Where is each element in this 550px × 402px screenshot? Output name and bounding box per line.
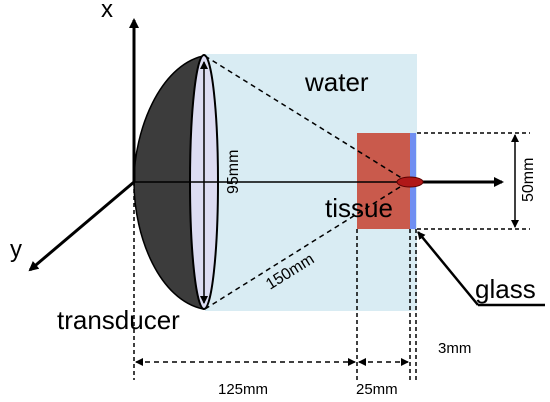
aperture-label: 95mm <box>225 150 242 194</box>
focus-line-bottom <box>204 181 409 310</box>
distance-25-label: 25mm <box>356 381 398 398</box>
y-axis-arrow <box>28 180 135 272</box>
tissue-label: tissue <box>325 193 393 223</box>
focal-spot <box>396 176 424 188</box>
axis-y-label: y <box>10 236 22 263</box>
glass-pointer <box>417 231 479 306</box>
transducer-label: transducer <box>57 305 180 335</box>
focus-line-top <box>204 55 409 183</box>
distance-125-label: 125mm <box>218 381 268 398</box>
water-label: water <box>304 67 369 97</box>
glass-label: glass <box>475 274 536 304</box>
axis-x-label: x <box>101 0 113 23</box>
height-label: 50mm <box>520 158 537 202</box>
glass-thickness-label: 3mm <box>438 340 471 357</box>
